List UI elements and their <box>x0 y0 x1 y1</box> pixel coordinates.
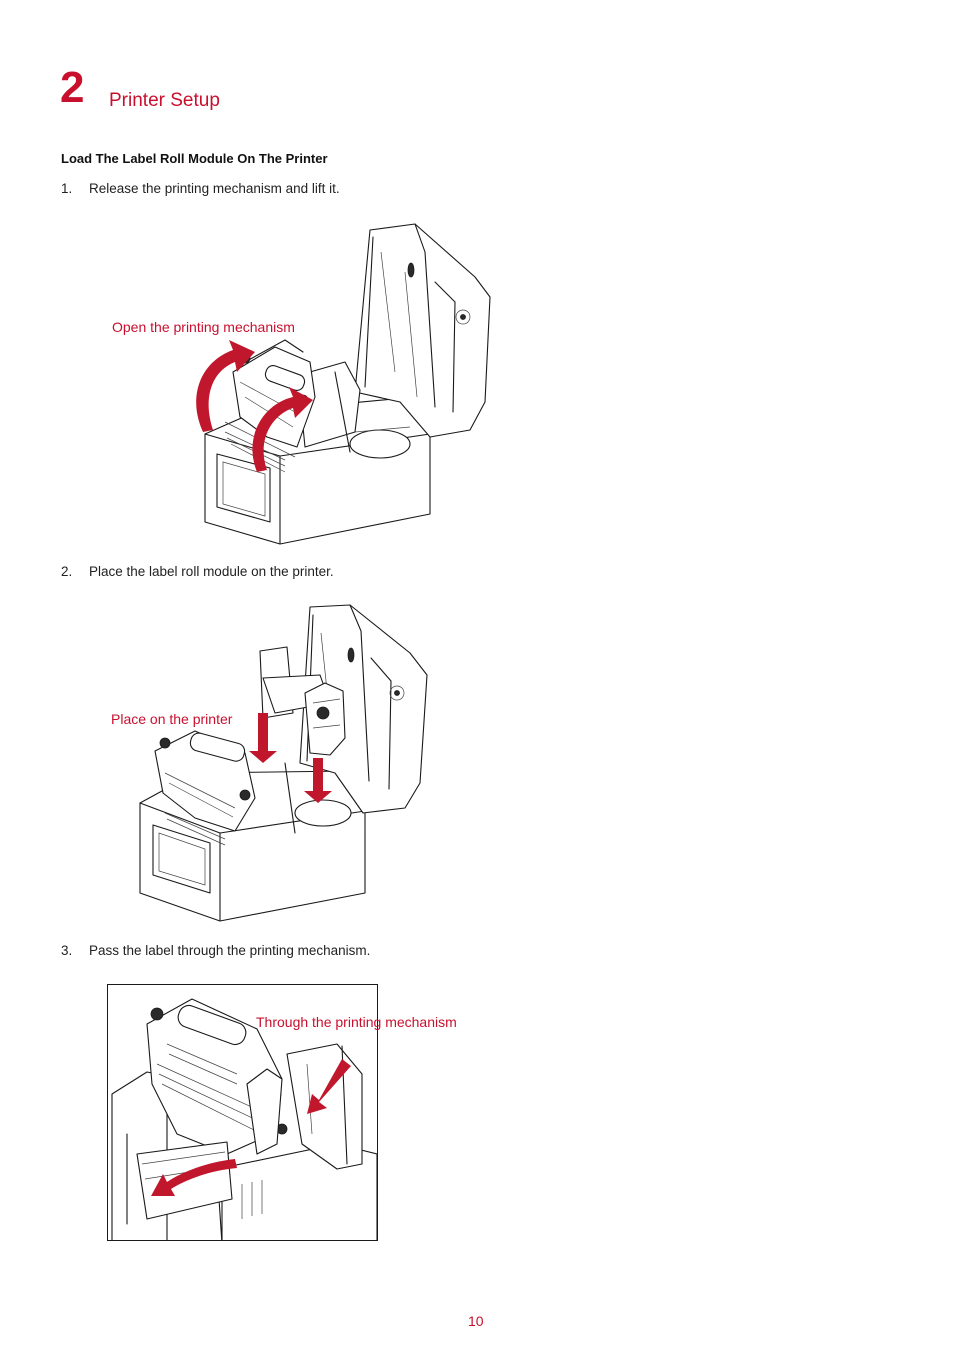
callout-place-on-printer: Place on the printer <box>111 711 233 727</box>
section-heading: Load The Label Roll Module On The Printe… <box>61 151 328 166</box>
step-1: 1. Release the printing mechanism and lif… <box>61 181 340 196</box>
figure-open-mechanism <box>196 223 491 545</box>
step-2-number: 2. <box>61 564 73 579</box>
figure-pass-label <box>107 984 378 1241</box>
step-2: 2. Place the label roll module on the pri… <box>61 564 334 579</box>
step-3-text: Pass the label through the printing mech… <box>89 943 371 958</box>
page-number: 10 <box>468 1313 484 1329</box>
callout-open-mechanism: Open the printing mechanism <box>112 319 295 335</box>
chapter-number: 2 <box>60 63 85 112</box>
step-2-text: Place the label roll module on the print… <box>89 564 334 579</box>
figure-place-roll-module <box>139 604 428 922</box>
step-3-number: 3. <box>61 943 73 958</box>
step-1-number: 1. <box>61 181 73 196</box>
step-1-text: Release the printing mechanism and lift … <box>89 181 340 196</box>
chapter-title: Printer Setup <box>109 90 220 111</box>
step-3: 3. Pass the label through the printing me… <box>61 943 370 958</box>
callout-through-mechanism: Through the printing mechanism <box>256 1014 457 1030</box>
